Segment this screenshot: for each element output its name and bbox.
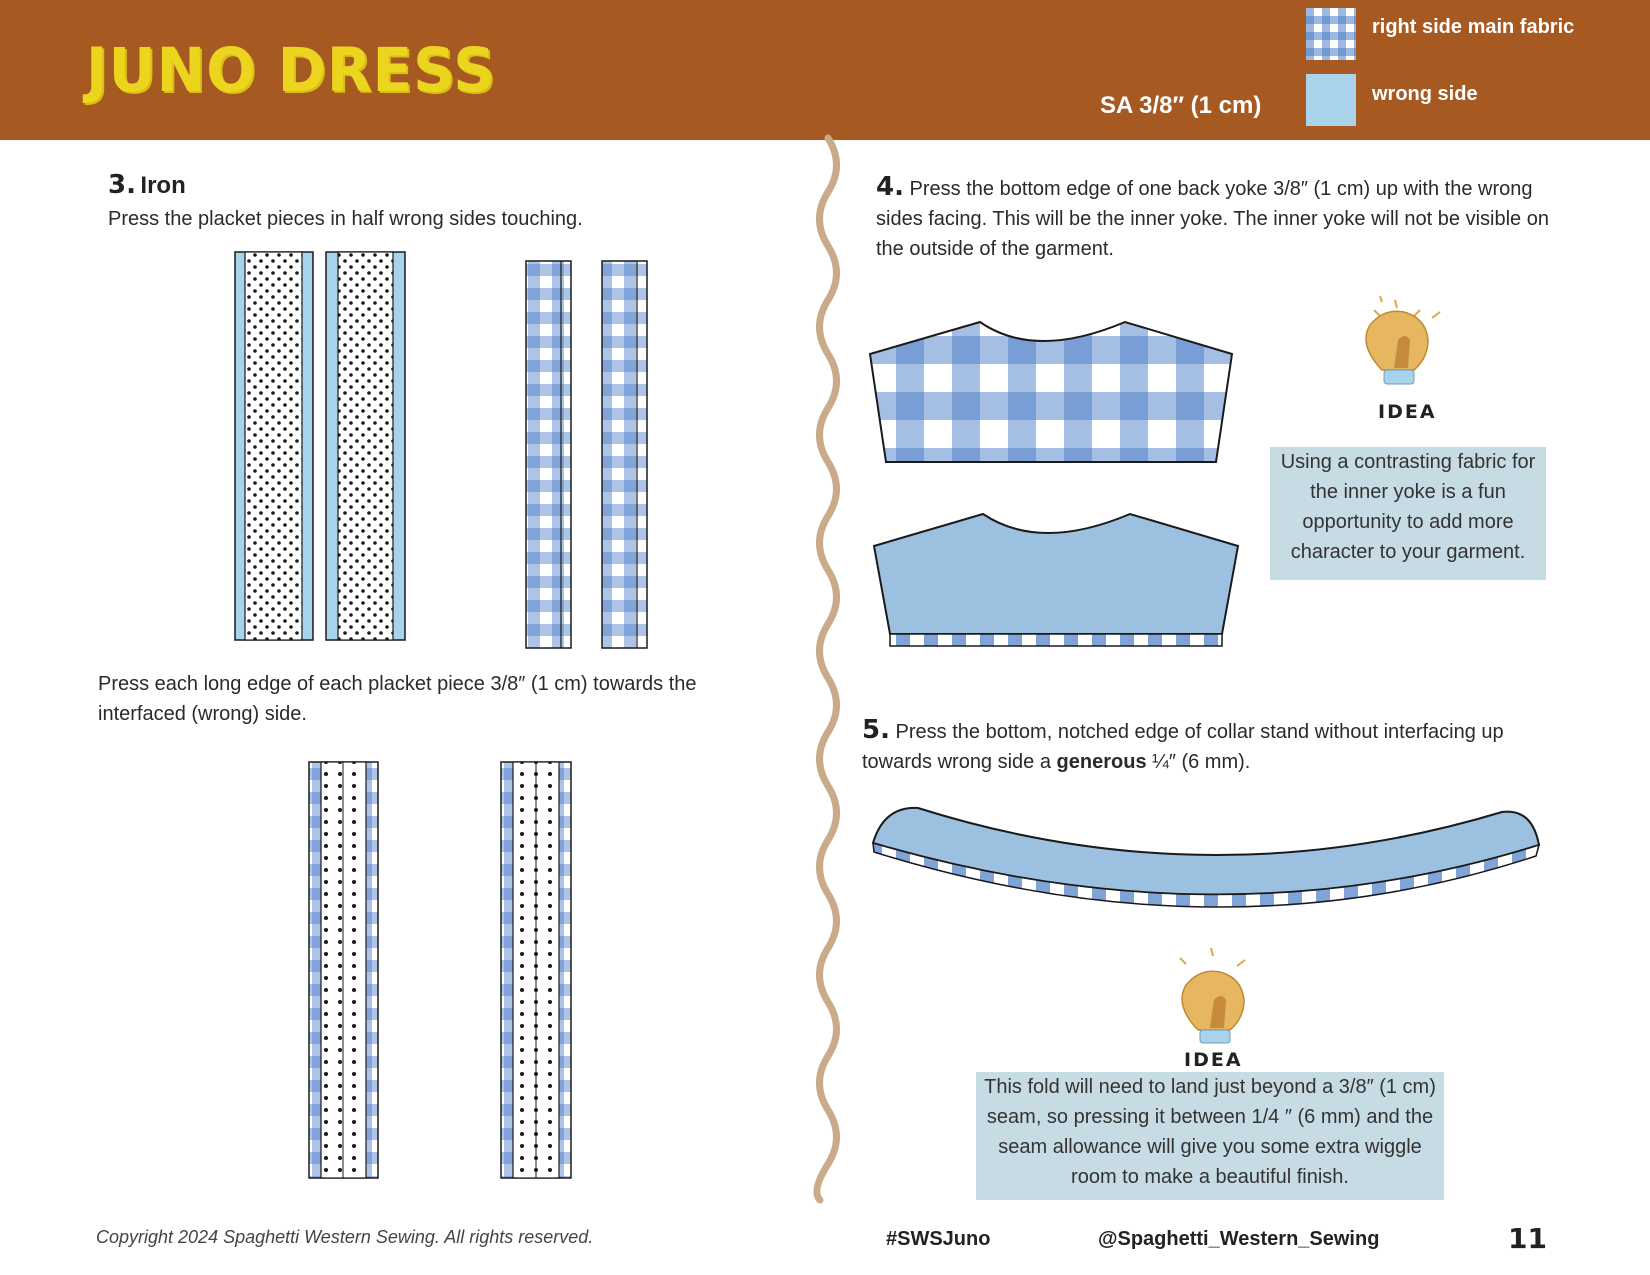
step-5-measure: ¼″ (6 mm). <box>1146 751 1251 773</box>
step-5-instruction: 5. Press the bottom, notched edge of col… <box>862 715 1562 777</box>
idea-tip-box: Using a contrasting fabric for the inner… <box>1270 447 1546 580</box>
idea-label: IDEA <box>1184 1049 1243 1071</box>
social-handle: @Spaghetti_Western_Sewing <box>1098 1228 1380 1250</box>
step-3-instruction-2: Press each long edge of each placket pie… <box>98 673 697 725</box>
legend-wrong-side-swatch <box>1306 74 1356 126</box>
legend-right-side-label: right side main fabric <box>1372 16 1575 38</box>
step-5-emphasis: generous <box>1056 751 1147 773</box>
legend-wrong-side-label: wrong side <box>1372 83 1478 105</box>
legend-right-side-swatch <box>1306 8 1356 60</box>
step-number: 4. <box>876 172 904 202</box>
wavy-divider <box>813 134 840 1204</box>
step-number: 3. <box>108 170 136 200</box>
page-number: 11 <box>1508 1222 1547 1255</box>
step-title: Iron <box>140 172 186 199</box>
yoke-wrong-side <box>872 512 1240 635</box>
brand-title: JUNO DRESS <box>86 34 497 106</box>
yoke-pressed-edge <box>889 633 1223 647</box>
header-bar: JUNO DRESS SA 3/8″ (1 cm) right side mai… <box>0 0 1650 140</box>
copyright-notice: Copyright 2024 Spaghetti Western Sewing.… <box>96 1227 594 1247</box>
collar-stand <box>871 806 1541 908</box>
step-number: 5. <box>862 715 890 745</box>
idea-label: IDEA <box>1378 401 1437 423</box>
lightbulb-icon <box>1365 295 1441 385</box>
step-4-text: Press the bottom edge of one back yoke 3… <box>876 178 1549 260</box>
placket-pieces-gingham <box>525 260 648 649</box>
seam-allowance-label: SA 3/8″ (1 cm) <box>1100 92 1262 119</box>
step-4-instruction: 4. Press the bottom edge of one back yok… <box>876 172 1576 264</box>
step-3-instruction: Press the placket pieces in half wrong s… <box>108 208 583 230</box>
idea-tip-box: This fold will need to land just beyond … <box>976 1072 1444 1200</box>
lightbulb-icon <box>1179 947 1246 1044</box>
yoke-right-side <box>868 320 1234 463</box>
placket-pressed-pieces <box>308 761 572 1179</box>
step-3-heading: 3. Iron <box>108 170 186 200</box>
hashtag: #SWSJuno <box>886 1228 991 1250</box>
placket-pieces-interfaced <box>234 251 406 641</box>
step-5-text: Press the bottom, notched edge of collar… <box>862 721 1504 773</box>
